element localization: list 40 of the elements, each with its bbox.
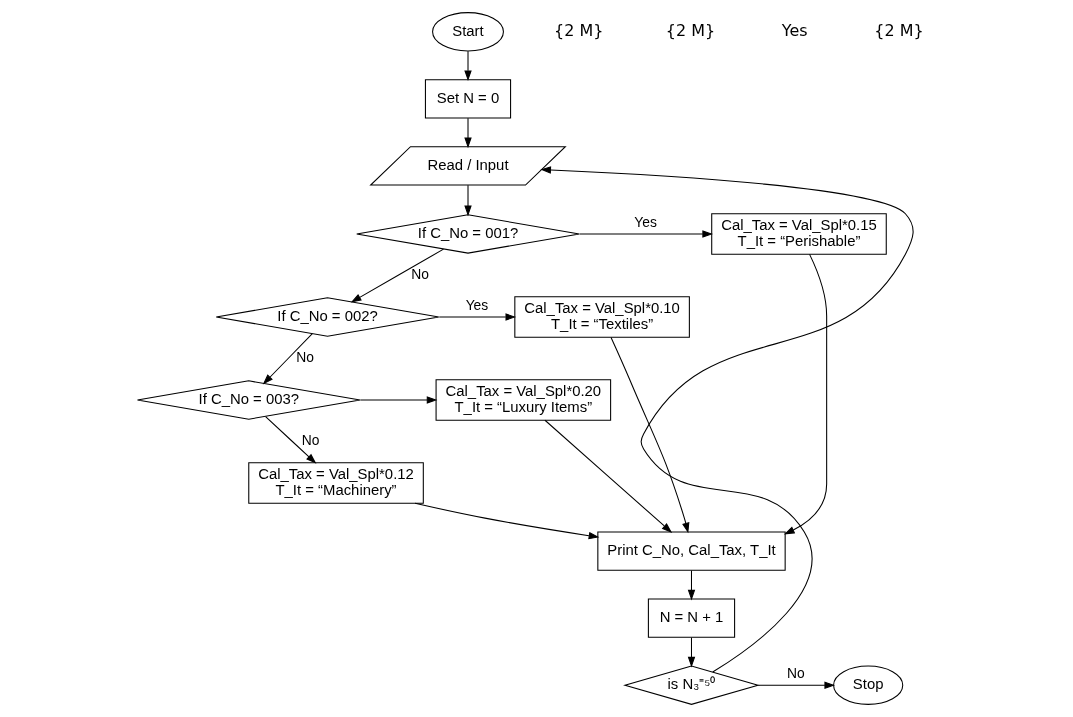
edge-label: No — [296, 349, 315, 366]
node-ellipse: Stop — [833, 665, 904, 705]
node-box: Cal_Tax = Val_Spl*0.12 T_It = “Machinery” — [248, 462, 424, 504]
edge-label: No — [411, 266, 429, 283]
edge-label: No — [301, 432, 320, 449]
arrow — [579, 230, 713, 238]
edge-label: Yes — [634, 213, 657, 230]
label: {2 M} — [554, 20, 604, 40]
arrow — [464, 117, 472, 149]
arrow — [262, 333, 313, 385]
arrow — [687, 637, 696, 668]
arrow — [783, 253, 828, 535]
node-diamond: If C_No = 002? — [215, 297, 440, 337]
arrow — [414, 502, 600, 540]
node-ellipse: Start — [432, 12, 504, 52]
arrow — [540, 166, 914, 673]
node-box: Cal_Tax = Val_Spl*0.10 T_It = “Textiles” — [514, 296, 690, 338]
node-box: N = N + 1 — [647, 598, 736, 638]
arrow — [464, 184, 472, 217]
label: Yes — [781, 20, 808, 40]
arrow — [350, 248, 445, 303]
arrow — [438, 313, 517, 321]
node-box: Cal_Tax = Val_Spl*0.15 T_It = “Perishable” — [711, 213, 887, 255]
node-diamond: If C_No = 003? — [136, 380, 361, 420]
arrow — [610, 336, 690, 534]
node-diamond: is N₃⁼⁵⁰ — [623, 665, 760, 705]
label: {2 M} — [665, 20, 716, 40]
node-box: Print C_No, Cal_Tax, T_It — [597, 531, 786, 571]
arrow — [464, 50, 472, 82]
arrow — [687, 570, 696, 601]
node-diamond: If C_No = 001? — [356, 214, 580, 254]
edge-label: Yes — [465, 296, 489, 313]
arrow — [757, 681, 836, 689]
arrow — [359, 396, 438, 404]
edge-label: No — [786, 665, 805, 682]
node-box: Cal_Tax = Val_Spl*0.20 T_It = “Luxury Items” — [435, 379, 612, 421]
arrow — [544, 419, 673, 533]
label: {2 M} — [874, 20, 924, 40]
node-box: Set N = 0 — [424, 79, 512, 119]
arrow — [265, 416, 317, 464]
